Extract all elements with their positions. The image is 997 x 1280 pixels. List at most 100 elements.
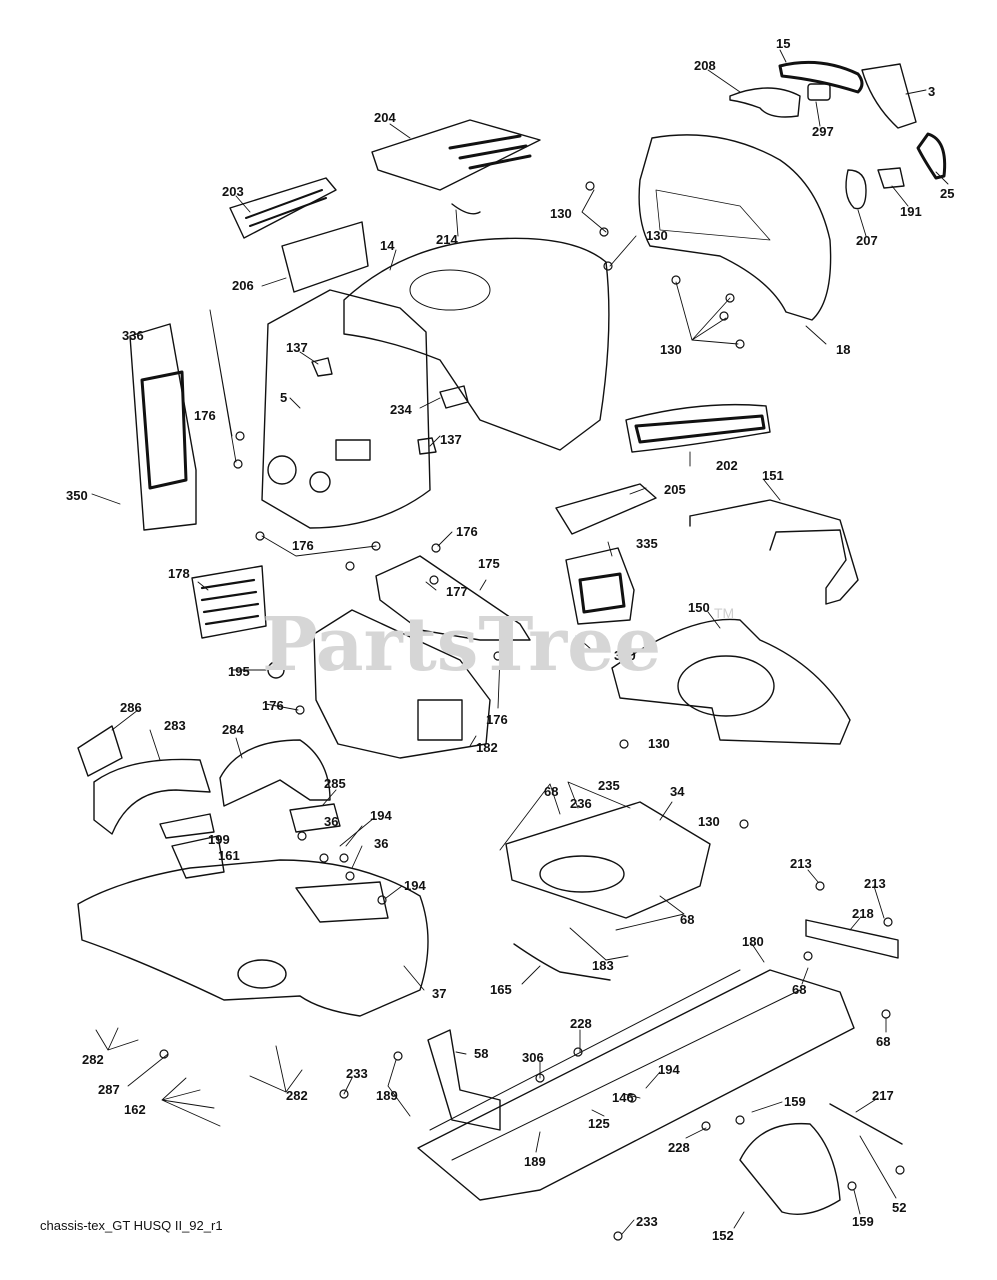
part-204-stripes <box>448 134 532 170</box>
part-217-rod <box>829 1103 903 1145</box>
label-176-e: 176 <box>486 712 508 727</box>
label-176-b: 176 <box>456 524 478 539</box>
label-206: 206 <box>232 278 254 293</box>
label-152: 152 <box>712 1228 734 1243</box>
label-191: 191 <box>900 204 922 219</box>
label-199: 199 <box>208 832 230 847</box>
label-306: 306 <box>522 1050 544 1065</box>
part-5-dash-panel <box>261 289 431 529</box>
label-176-c: 176 <box>292 538 314 553</box>
part-37-fender <box>77 859 429 1017</box>
part-14-opening <box>409 269 491 311</box>
part-202-mesh <box>634 414 766 444</box>
label-189-b: 189 <box>524 1154 546 1169</box>
label-130-c: 130 <box>660 342 682 357</box>
label-233-a: 233 <box>346 1066 368 1081</box>
label-286: 286 <box>120 700 142 715</box>
part-175-bracket <box>375 555 531 641</box>
label-68-b: 68 <box>680 912 694 927</box>
part-203-rail <box>229 177 337 239</box>
label-180: 180 <box>742 934 764 949</box>
part-37-cupholder <box>237 959 287 989</box>
label-176-a: 176 <box>194 408 216 423</box>
label-335: 335 <box>636 536 658 551</box>
part-180-frame <box>417 969 855 1201</box>
label-161: 161 <box>218 848 240 863</box>
part-18-front-shroud <box>638 134 832 321</box>
label-162: 162 <box>124 1102 146 1117</box>
part-335-mesh <box>578 572 626 614</box>
part-165-rod <box>513 943 611 981</box>
label-176-d: 176 <box>262 698 284 713</box>
label-203: 203 <box>222 184 244 199</box>
label-52: 52 <box>892 1200 906 1215</box>
label-194-c: 194 <box>658 1062 680 1077</box>
label-177: 177 <box>446 584 468 599</box>
part-18-mesh <box>655 189 771 241</box>
label-287: 287 <box>98 1082 120 1097</box>
label-165: 165 <box>490 982 512 997</box>
label-68-a: 68 <box>544 784 558 799</box>
label-282-b: 282 <box>286 1088 308 1103</box>
label-194-a: 194 <box>370 808 392 823</box>
part-205-trim <box>555 483 657 535</box>
label-235: 235 <box>598 778 620 793</box>
diagram-caption: chassis-tex_GT HUSQ II_92_r1 <box>40 1218 223 1233</box>
label-234: 234 <box>390 402 412 417</box>
part-202-grille <box>625 403 771 453</box>
part-5-gauge <box>267 455 297 485</box>
label-25: 25 <box>940 186 954 201</box>
part-335-side-panel <box>565 547 635 625</box>
part-5-knob <box>309 471 331 493</box>
part-178-vent <box>191 565 267 639</box>
part-285-grip <box>289 803 341 833</box>
part-34-seat-plate <box>505 801 711 919</box>
label-125: 125 <box>588 1116 610 1131</box>
part-180-rail <box>429 969 801 1161</box>
part-283-cover <box>93 758 211 835</box>
label-285: 285 <box>324 776 346 791</box>
label-159-a: 159 <box>784 1094 806 1109</box>
label-213-b: 213 <box>864 876 886 891</box>
label-217: 217 <box>872 1088 894 1103</box>
label-205: 205 <box>664 482 686 497</box>
label-137-a: 137 <box>286 340 308 355</box>
part-labels: 15 208 3 297 25 191 207 204 203 214 14 2… <box>66 36 954 1243</box>
label-130-a: 130 <box>550 206 572 221</box>
label-283: 283 <box>164 718 186 733</box>
label-228-b: 228 <box>668 1140 690 1155</box>
label-284: 284 <box>222 722 244 737</box>
label-214: 214 <box>436 232 458 247</box>
label-130-e: 130 <box>698 814 720 829</box>
label-146: 146 <box>612 1090 634 1105</box>
part-14-hood <box>343 237 610 451</box>
part-182-plate <box>417 699 463 741</box>
leader-lines <box>91 49 949 1235</box>
label-195: 195 <box>228 664 250 679</box>
label-36-a: 36 <box>324 814 338 829</box>
label-36-b: 36 <box>374 836 388 851</box>
part-204-hood-vent <box>371 119 541 191</box>
label-5: 5 <box>280 390 287 405</box>
part-336-mesh <box>140 370 188 490</box>
part-137-clip-b <box>417 437 437 455</box>
part-199-plate <box>159 813 215 839</box>
label-236: 236 <box>570 796 592 811</box>
part-207-housing <box>845 169 867 210</box>
label-68-d: 68 <box>876 1034 890 1049</box>
part-191-clip <box>877 167 905 189</box>
label-137-b: 137 <box>440 432 462 447</box>
label-150: 150 <box>688 600 710 615</box>
part-161-bracket <box>171 835 225 879</box>
part-5-switch <box>335 439 371 461</box>
part-3-bracket <box>861 63 917 129</box>
watermark-tm: TM <box>714 605 734 621</box>
label-213-a: 213 <box>790 856 812 871</box>
label-208: 208 <box>694 58 716 73</box>
label-130-d: 130 <box>648 736 670 751</box>
part-15-handle <box>778 60 864 94</box>
part-286-cover <box>77 725 123 777</box>
part-152-footrest <box>739 1122 841 1215</box>
part-195-cap <box>267 661 285 679</box>
